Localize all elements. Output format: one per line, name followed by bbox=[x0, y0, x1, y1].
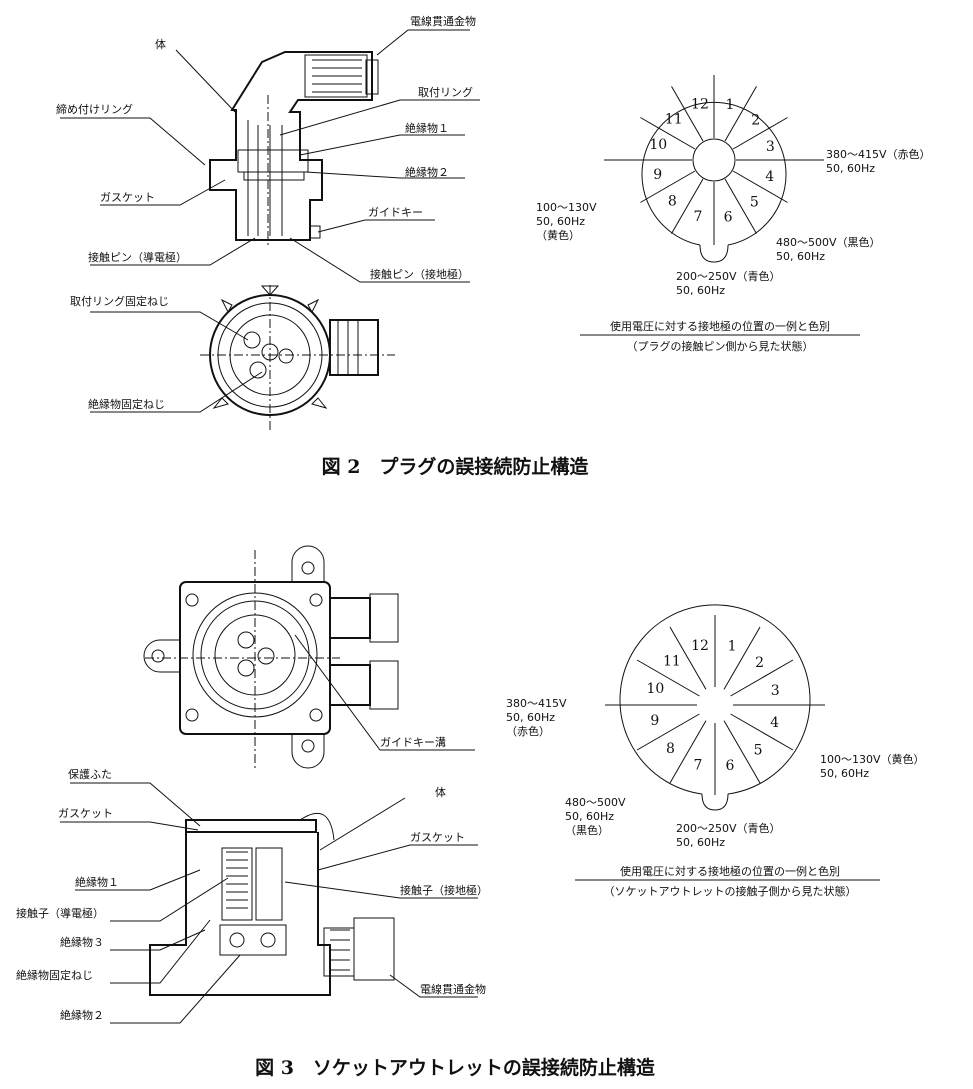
fig3-dial-caption-1: 使用電圧に対する接地極の位置の一例と色別 bbox=[620, 864, 840, 878]
fig2-dial-spoke-11 bbox=[671, 86, 704, 142]
fig3-dial-position-9: 9 bbox=[650, 713, 659, 729]
fig2-dial-spoke-4 bbox=[732, 170, 788, 203]
fig2-dial-spoke-1 bbox=[724, 86, 757, 142]
fig2-label-pin-ground: 接触ピン（接地極） bbox=[370, 267, 469, 281]
fig3-v480-line3: （黒色） bbox=[565, 823, 609, 837]
fig3-label-insulator1: 絶縁物１ bbox=[75, 875, 119, 889]
fig2-dial-position-3: 3 bbox=[766, 139, 775, 155]
fig2-dial-caption-2: （プラグの接触ピン側から見た状態） bbox=[627, 339, 814, 353]
fig2-dial-position-9: 9 bbox=[653, 167, 662, 183]
fig2-dial-spoke-7 bbox=[671, 178, 704, 234]
fig3-v380-line3: （赤色） bbox=[506, 724, 550, 738]
fig2-leaders bbox=[60, 29, 480, 413]
fig2-label-guide-key: ガイドキー bbox=[368, 206, 423, 219]
fig3-dial-spoke-2 bbox=[730, 659, 794, 697]
fig3-label-gasket-left: ガスケット bbox=[58, 807, 113, 820]
fig3-dial-position-5: 5 bbox=[754, 743, 763, 759]
fig3-caption: 図 3 ソケットアウトレットの誤接続防止構造 bbox=[255, 1056, 656, 1079]
fig3-dial-position-3: 3 bbox=[771, 683, 780, 699]
fig3-label-gasket-right: ガスケット bbox=[410, 831, 465, 844]
fig3-label-cable-fitting: 電線貫通金物 bbox=[420, 982, 486, 996]
fig3-dial-position-10: 10 bbox=[646, 681, 664, 697]
fig2-dial-position-4: 4 bbox=[765, 169, 774, 185]
fig2-v480-line1: 480～500V（黒色） bbox=[776, 235, 881, 249]
fig2-dial-position-12: 12 bbox=[691, 97, 709, 113]
fig2-label-tighten-ring: 締め付けリング bbox=[56, 102, 133, 116]
fig3-label-insulator2: 絶縁物２ bbox=[60, 1008, 104, 1022]
fig2-label-body: 体 bbox=[155, 37, 166, 51]
fig3-dial-position-11: 11 bbox=[663, 653, 681, 669]
fig2-v100-line1: 100～130V bbox=[536, 201, 597, 214]
fig2-dial-position-7: 7 bbox=[694, 209, 703, 225]
fig3-dial-spoke-8 bbox=[636, 713, 700, 751]
fig2-dial-position-8: 8 bbox=[668, 193, 677, 209]
fig2-label-insulator1: 絶縁物１ bbox=[405, 121, 449, 135]
fig3-leaders bbox=[60, 634, 478, 1024]
fig3-dial-spoke-5 bbox=[723, 720, 761, 784]
plug-side-view bbox=[209, 51, 379, 248]
fig2-label-gasket: ガスケット bbox=[100, 191, 155, 204]
fig3-dial-spoke-11 bbox=[669, 626, 707, 690]
fig3-dial-spoke-10 bbox=[636, 659, 700, 697]
fig3-dial-position-8: 8 bbox=[666, 741, 675, 757]
socket-side-view bbox=[149, 812, 395, 996]
fig2-label-cable-fitting: 電線貫通金物 bbox=[410, 14, 476, 28]
fig2-caption: 図 2 プラグの誤接続防止構造 bbox=[322, 455, 590, 478]
fig3-dial-caption-2: （ソケットアウトレットの接触子側から見た状態） bbox=[604, 884, 857, 898]
fig3-v200-line1: 200～250V（青色） bbox=[676, 821, 781, 835]
fig3-dial-position-2: 2 bbox=[755, 655, 764, 671]
fig3-dial-position-1: 1 bbox=[728, 638, 737, 654]
fig3-dial-position-12: 12 bbox=[691, 638, 709, 654]
fig2-dial-spoke-10 bbox=[640, 117, 696, 150]
fig2-dial-spoke-5 bbox=[724, 178, 757, 234]
fig3-dial-spoke-1 bbox=[723, 626, 761, 690]
fig2-label-pin-conductive: 接触ピン（導電極） bbox=[88, 250, 187, 264]
fig3-dial-spoke-4 bbox=[730, 713, 794, 751]
socket-top-view bbox=[143, 545, 399, 770]
fig2-dial-spoke-2 bbox=[732, 117, 788, 150]
fig3-label-body: 体 bbox=[435, 785, 446, 799]
fig2-v200-line1: 200～250V（青色） bbox=[676, 269, 781, 283]
fig2-v200-line2: 50, 60Hz bbox=[676, 284, 725, 297]
fig2-v480-line2: 50, 60Hz bbox=[776, 250, 825, 263]
fig2-v380-line2: 50, 60Hz bbox=[826, 162, 875, 175]
fig3-dial bbox=[619, 604, 811, 811]
fig2-dial-position-5: 5 bbox=[750, 195, 759, 211]
fig2-dial-position-11: 11 bbox=[665, 111, 683, 127]
fig3-dial-position-7: 7 bbox=[693, 758, 702, 774]
fig3-v100-line2: 50, 60Hz bbox=[820, 767, 869, 780]
fig3-dial-position-6: 6 bbox=[726, 758, 735, 774]
fig3-v480-line2: 50, 60Hz bbox=[565, 810, 614, 823]
fig2-label-insulator-screw: 絶縁物固定ねじ bbox=[88, 397, 165, 411]
fig3-v380-line1: 380～415V bbox=[506, 697, 567, 710]
fig2-dial-spoke-8 bbox=[640, 170, 696, 203]
fig3-label-contact-conductive: 接触子（導電極） bbox=[16, 906, 104, 920]
fig3-label-contact-ground: 接触子（接地極） bbox=[400, 883, 488, 897]
fig3-v480-line1: 480～500V bbox=[565, 796, 626, 809]
fig3-dial-position-4: 4 bbox=[770, 715, 779, 731]
fig3-v100-line1: 100～130V（黄色） bbox=[820, 752, 925, 766]
fig2-v100-line2: 50, 60Hz bbox=[536, 215, 585, 228]
fig2-dial-position-1: 1 bbox=[726, 97, 735, 113]
fig3-v380-line2: 50, 60Hz bbox=[506, 711, 555, 724]
fig2-label-ring-screw: 取付リング固定ねじ bbox=[70, 294, 169, 308]
fig3-label-insulator-screw: 絶縁物固定ねじ bbox=[16, 968, 93, 982]
fig2-label-insulator2: 絶縁物２ bbox=[405, 165, 449, 179]
fig2-v100-line3: （黄色） bbox=[536, 228, 580, 242]
fig3-dial-spoke-7 bbox=[669, 720, 707, 784]
fig3-label-insulator3: 絶縁物３ bbox=[60, 935, 104, 949]
fig2-label-mount-ring: 取付リング bbox=[418, 85, 473, 99]
fig2-dial-position-10: 10 bbox=[649, 137, 667, 153]
fig3-label-guide-groove: ガイドキー溝 bbox=[380, 736, 446, 749]
fig3-v200-line2: 50, 60Hz bbox=[676, 836, 725, 849]
fig2-v380-line1: 380～415V（赤色） bbox=[826, 147, 931, 161]
plug-front-view bbox=[200, 285, 395, 430]
fig2-dial-position-6: 6 bbox=[724, 209, 733, 225]
fig2-dial-caption-1: 使用電圧に対する接地極の位置の一例と色別 bbox=[610, 319, 830, 333]
fig3-label-cover: 保護ふた bbox=[68, 767, 112, 781]
fig2-dial-position-2: 2 bbox=[751, 113, 760, 129]
